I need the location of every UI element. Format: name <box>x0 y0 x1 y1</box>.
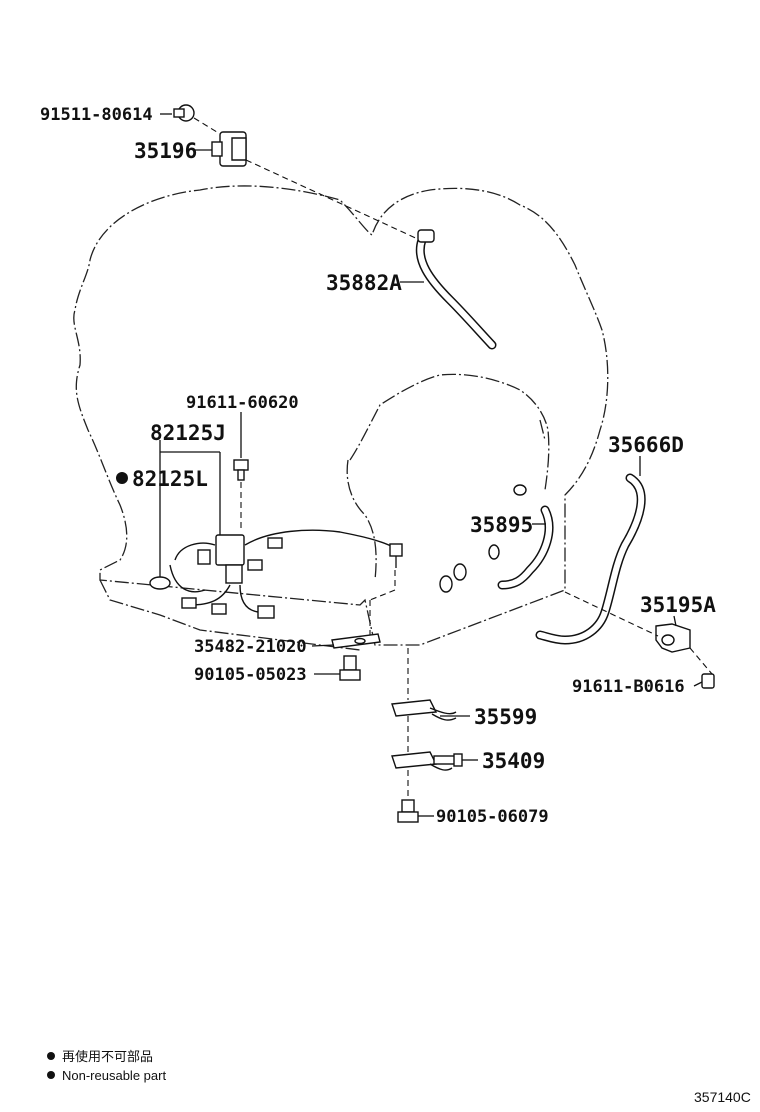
non-reusable-marker <box>116 472 128 484</box>
label-90105-06079: 90105-06079 <box>436 807 549 827</box>
bolt-91611-60620 <box>233 412 249 481</box>
bolt-90105-05023 <box>314 655 361 681</box>
pipe-35895 <box>497 505 554 590</box>
bolt-90105-06079 <box>397 799 434 823</box>
housing-fittings <box>439 484 527 593</box>
legend-bullet-icon <box>47 1052 55 1060</box>
legend-line-en: Non-reusable part <box>62 1068 166 1083</box>
label-35482-21020: 35482-21020 <box>194 637 307 657</box>
bracket-35599 <box>391 699 470 721</box>
bracket-35409 <box>391 751 478 771</box>
label-82125J: 82125J <box>150 421 226 445</box>
diagram-code: 357140C <box>694 1089 751 1105</box>
legend-bullet-icon <box>47 1071 55 1079</box>
legend-line-cn: 再使用不可部品 <box>62 1049 153 1064</box>
label-35196: 35196 <box>134 139 197 163</box>
label-bracket-82125 <box>159 440 221 580</box>
label-91611-B0616: 91611-B0616 <box>572 677 685 697</box>
label-35599: 35599 <box>474 705 537 729</box>
tube-35882A <box>400 229 497 350</box>
label-35666D: 35666D <box>608 433 684 457</box>
bracket-35196 <box>194 131 247 167</box>
label-35895: 35895 <box>470 513 533 537</box>
pipe-35666D <box>535 456 646 645</box>
label-91611-60620: 91611-60620 <box>186 393 299 413</box>
o-ring-82125L <box>149 576 171 590</box>
label-35195A: 35195A <box>640 593 716 617</box>
label-35882A: 35882A <box>326 271 402 295</box>
legend: 再使用不可部品 Non-reusable part <box>47 1049 166 1083</box>
label-82125L: 82125L <box>132 467 208 491</box>
clamp-35195A <box>655 615 691 653</box>
wire-harness-82125J <box>169 529 403 619</box>
bolt-91611-B0616 <box>693 673 715 689</box>
label-90105-05023: 90105-05023 <box>194 665 307 685</box>
transmission-housing-outline <box>73 185 609 651</box>
label-91511-80614: 91511-80614 <box>40 105 153 125</box>
plate-35482-21020 <box>311 633 381 649</box>
bolt-91511-80614 <box>160 104 195 122</box>
label-35409: 35409 <box>482 749 545 773</box>
